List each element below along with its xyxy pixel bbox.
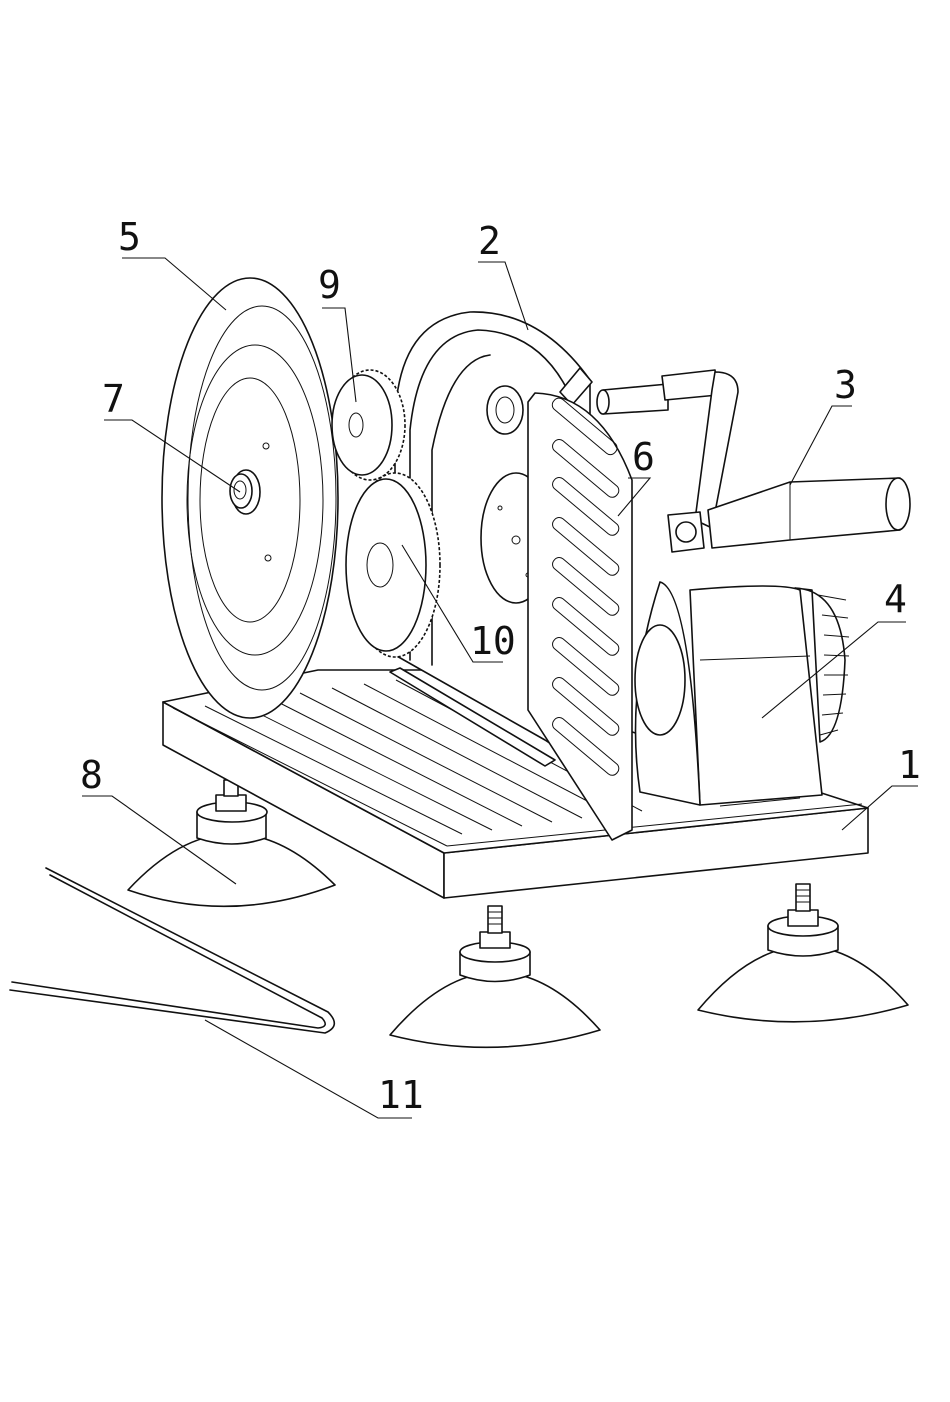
cutting-disc: [162, 278, 338, 718]
label-1: 1: [898, 743, 921, 787]
large-gear: [346, 473, 440, 657]
label-10: 10: [470, 619, 516, 663]
suction-foot-front-middle: [390, 906, 600, 1047]
label-6: 6: [632, 435, 655, 479]
label-3: 3: [834, 363, 857, 407]
label-11: 11: [378, 1073, 424, 1117]
label-8: 8: [80, 753, 103, 797]
label-7: 7: [102, 377, 125, 421]
small-gear: [332, 370, 405, 480]
label-5: 5: [118, 215, 141, 259]
label-2: 2: [478, 219, 501, 263]
label-4: 4: [884, 577, 907, 621]
motor-box: [635, 582, 849, 805]
label-9: 9: [318, 263, 341, 307]
suction-foot-back-right: [698, 884, 908, 1022]
